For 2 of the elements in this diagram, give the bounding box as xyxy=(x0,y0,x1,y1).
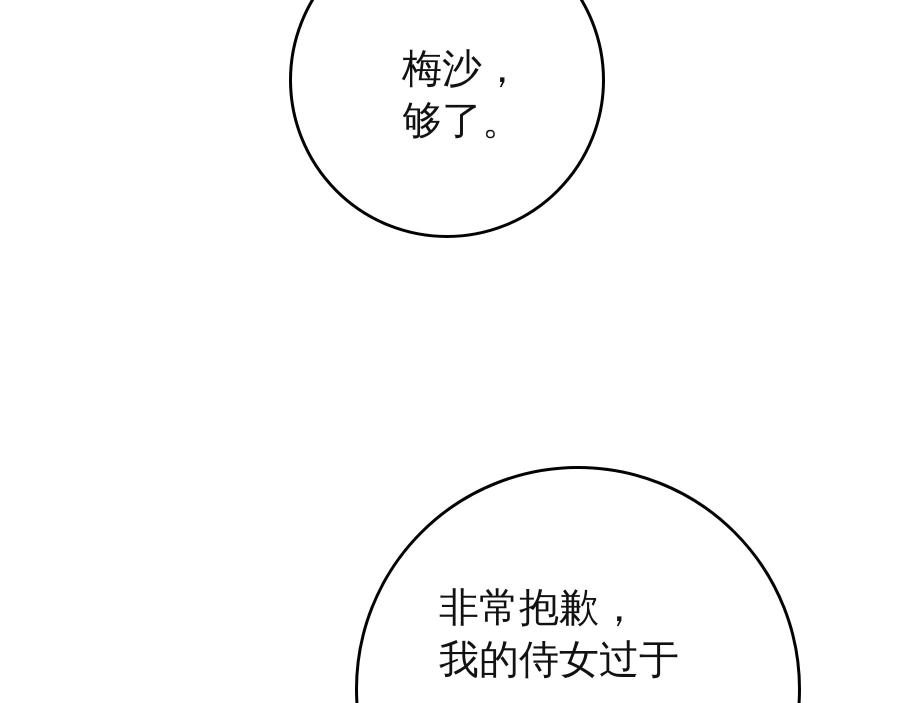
speech-text: 非常抱歉，我的侍女过于 xyxy=(439,584,679,685)
speech-text: 梅沙，够了。 xyxy=(402,45,522,146)
